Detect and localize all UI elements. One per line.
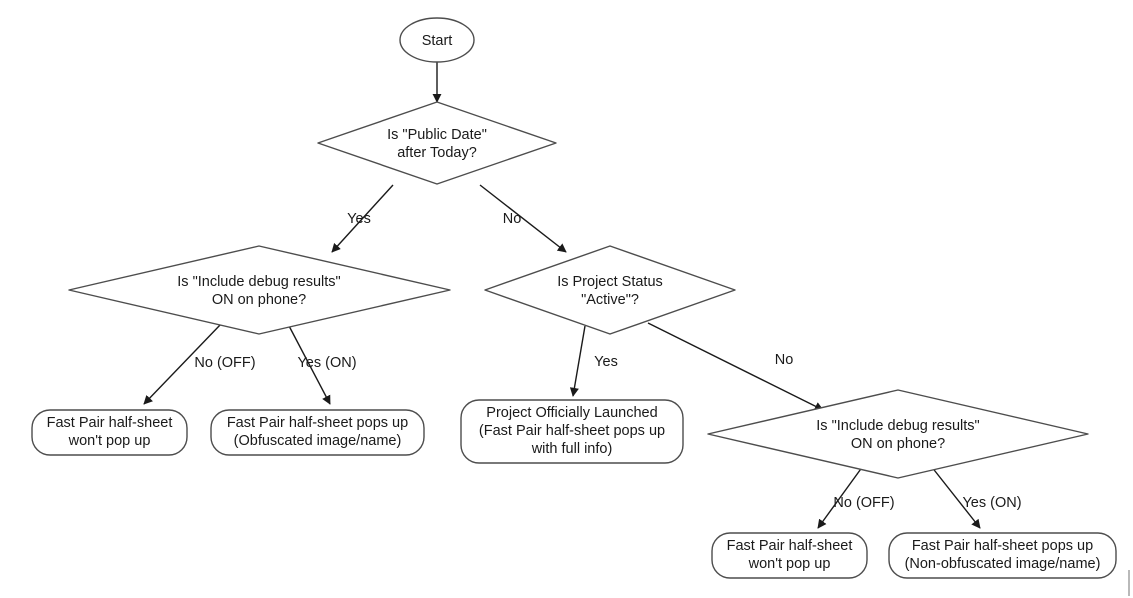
decision-project-status-line2: "Active"?: [581, 292, 639, 308]
edge-label-debug-right-off: No (OFF): [833, 495, 894, 511]
node-result-right-yes[interactable]: Fast Pair half-sheet pops up (Non-obfusc…: [888, 532, 1117, 579]
decision-public-date-line2: after Today?: [397, 145, 477, 161]
node-decision-debug-left[interactable]: Is "Include debug results" ON on phone?: [68, 245, 451, 335]
decision-project-status-diamond: [484, 245, 736, 335]
edge-public-date-yes: [331, 184, 394, 253]
result-left-yes-line1: Fast Pair half-sheet pops up: [227, 415, 408, 431]
result-right-no-line2: won't pop up: [748, 556, 831, 572]
edge-debug-left-on: [287, 323, 331, 405]
result-launched-line2: (Fast Pair half-sheet pops up: [479, 423, 665, 439]
result-left-yes-box: [210, 409, 425, 456]
edge-label-public-date-no: No: [503, 211, 522, 227]
edge-label-debug-right-on: Yes (ON): [962, 495, 1021, 511]
edge-label-debug-left-on: Yes (ON): [297, 355, 356, 371]
node-decision-debug-right[interactable]: Is "Include debug results" ON on phone?: [707, 389, 1089, 479]
result-right-yes-line2: (Non-obfuscated image/name): [905, 556, 1101, 572]
edge-label-public-date-yes: Yes: [347, 211, 371, 227]
edge-public-date-no: [479, 184, 567, 253]
node-result-left-no[interactable]: Fast Pair half-sheet won't pop up: [31, 409, 188, 456]
node-decision-project-status[interactable]: Is Project Status "Active"?: [484, 245, 736, 335]
edge-debug-left-off: [143, 323, 222, 405]
decision-debug-left-line2: ON on phone?: [212, 292, 306, 308]
edges-layer: [143, 62, 981, 529]
result-launched-box: [460, 399, 684, 464]
edge-debug-right-off: [817, 465, 864, 529]
result-left-no-line1: Fast Pair half-sheet: [47, 415, 173, 431]
decision-public-date-line1: Is "Public Date": [387, 127, 487, 143]
decision-project-status-line1: Is Project Status: [557, 274, 663, 290]
result-left-no-box: [31, 409, 188, 456]
edge-project-status-yes: [569, 325, 586, 397]
result-right-no-box: [711, 532, 868, 579]
decision-debug-left-line1: Is "Include debug results": [177, 274, 340, 290]
edge-label-debug-left-off: No (OFF): [194, 355, 255, 371]
node-start[interactable]: Start: [399, 17, 475, 63]
node-decision-public-date[interactable]: Is "Public Date" after Today?: [317, 101, 557, 185]
decision-debug-left-diamond: [68, 245, 451, 335]
result-right-no-line1: Fast Pair half-sheet: [727, 538, 853, 554]
edge-label-project-status-no: No: [775, 352, 794, 368]
decision-debug-right-line2: ON on phone?: [851, 436, 945, 452]
node-result-launched[interactable]: Project Officially Launched (Fast Pair h…: [460, 399, 684, 464]
result-right-yes-line1: Fast Pair half-sheet pops up: [912, 538, 1093, 554]
result-left-yes-line2: (Obfuscated image/name): [234, 433, 402, 449]
start-label: Start: [422, 33, 453, 49]
decision-debug-right-diamond: [707, 389, 1089, 479]
decision-debug-right-line1: Is "Include debug results": [816, 418, 979, 434]
node-result-left-yes[interactable]: Fast Pair half-sheet pops up (Obfuscated…: [210, 409, 425, 456]
result-left-no-line2: won't pop up: [68, 433, 151, 449]
decision-public-date-diamond: [317, 101, 557, 185]
node-result-right-no[interactable]: Fast Pair half-sheet won't pop up: [711, 532, 868, 579]
edge-debug-right-on: [930, 465, 981, 529]
start-ellipse: [399, 17, 475, 63]
result-launched-line1: Project Officially Launched: [486, 405, 657, 421]
edge-labels-layer: Yes No No (OFF) Yes (ON) Yes No No (OFF)…: [194, 211, 1021, 511]
result-launched-line3: with full info): [531, 441, 613, 457]
result-right-yes-box: [888, 532, 1117, 579]
edge-project-status-no: [647, 322, 824, 411]
edge-label-project-status-yes: Yes: [594, 354, 618, 370]
